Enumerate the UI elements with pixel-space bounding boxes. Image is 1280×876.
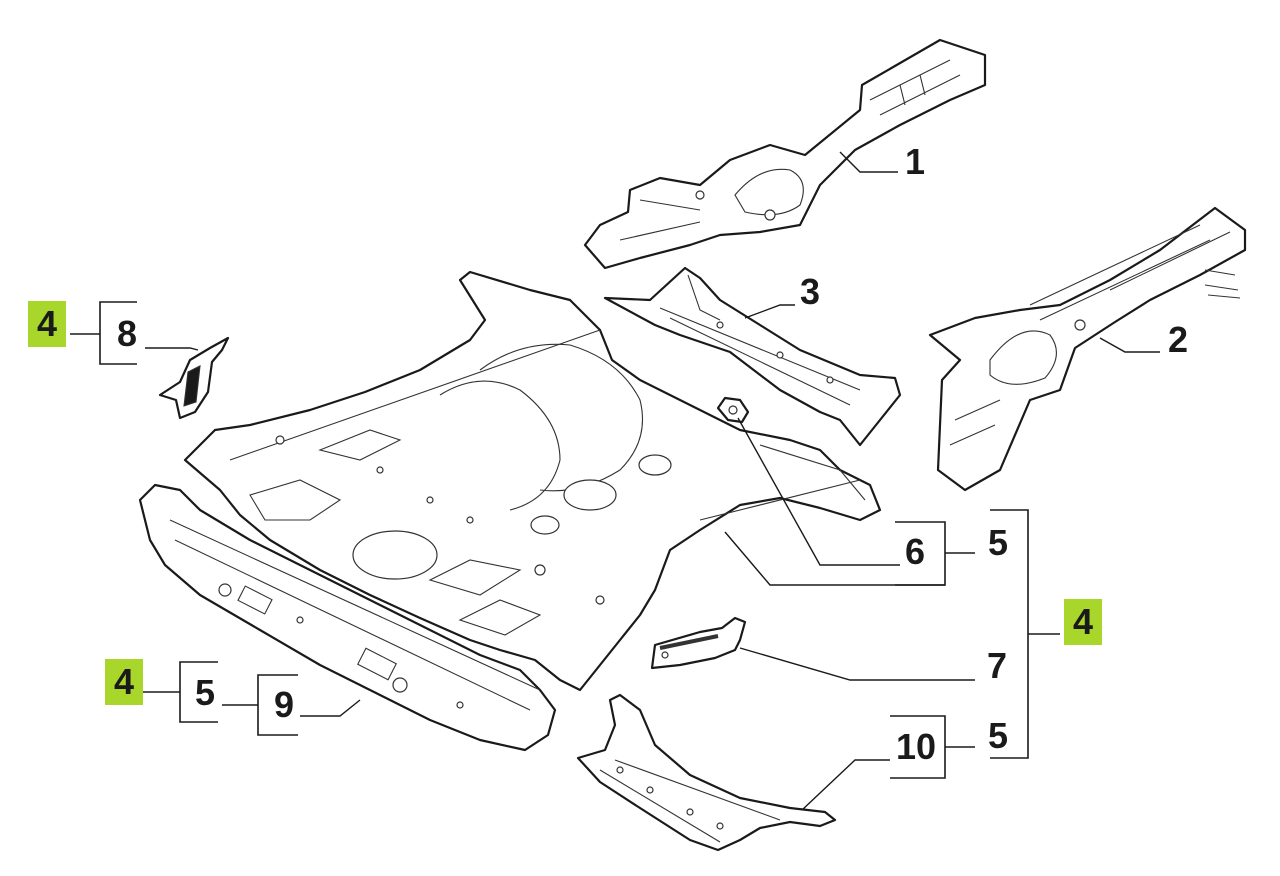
callout-4-right: 4 (1064, 599, 1102, 645)
part-10-wheelhouse-panel (576, 693, 837, 852)
callout-10: 10 (895, 726, 937, 767)
callout-5-a: 5 (987, 522, 1009, 563)
callout-2: 2 (1167, 319, 1189, 360)
part-2-rear-rail-right (928, 206, 1247, 492)
leader-lines (145, 151, 1160, 811)
callout-1: 1 (904, 141, 926, 182)
part-floor-pan (183, 270, 882, 692)
callout-4-top-left: 4 (28, 301, 66, 347)
callout-5-b: 5 (987, 715, 1009, 756)
part-1-rear-rail-left (583, 38, 987, 270)
callout-8: 8 (116, 313, 138, 354)
part-9-rear-panel (138, 483, 557, 752)
bracket-lines (70, 301, 1060, 779)
callout-9: 9 (273, 684, 295, 725)
part-6-clip (716, 396, 750, 424)
part-8-bracket (158, 336, 230, 420)
callout-7: 7 (986, 645, 1008, 686)
callout-3: 3 (799, 271, 821, 312)
part-3-crossmember (603, 266, 902, 447)
callout-4-bottom-left: 4 (105, 659, 143, 705)
callout-6: 6 (904, 531, 926, 572)
part-7-reinforcement (650, 616, 747, 670)
callout-5-c: 5 (194, 672, 216, 713)
